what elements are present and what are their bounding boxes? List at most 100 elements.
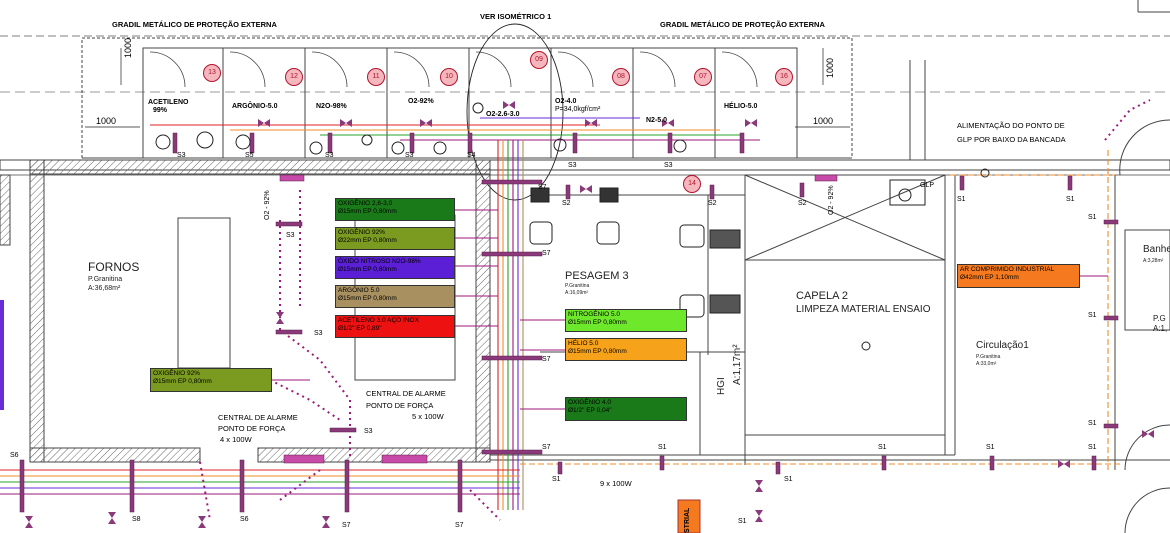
dimension-lines bbox=[85, 48, 850, 128]
alarm-right-line2: PONTO DE FORÇA bbox=[366, 401, 434, 410]
support-label-s2-c: S2 bbox=[798, 200, 807, 207]
support-label-s1-h: S1 bbox=[957, 196, 966, 203]
support-label-s2-b: S2 bbox=[708, 200, 717, 207]
lab-walls bbox=[490, 174, 1170, 465]
cylinder-bubble-12: 12 bbox=[285, 68, 303, 86]
support-label-s7-d: S7 bbox=[542, 444, 551, 451]
cylinder-bubble-08: 08 bbox=[612, 68, 630, 86]
glp-note-line1: ALIMENTAÇÃO DO PONTO DE bbox=[957, 121, 1065, 130]
dim-left: 1000 bbox=[96, 116, 117, 126]
support-label-s6-b: S6 bbox=[240, 516, 249, 523]
glp-note-line2: GLP POR BAIXO DA BANCADA bbox=[957, 135, 1066, 144]
pipe-runs bbox=[0, 99, 1151, 521]
alarm-left-line3: 4 x 100W bbox=[220, 435, 252, 444]
grid-label-left: GRADIL METÁLICO DE PROTEÇÃO EXTERNA bbox=[112, 20, 277, 29]
bottom-orange-box bbox=[677, 499, 701, 533]
gas-tag-oxigenio-92-b: OXIGÊNIO 92%Ø15mm EP 0,80mm bbox=[150, 368, 272, 392]
support-label-s1-g: S1 bbox=[1088, 444, 1097, 451]
support-label-s3-f: S3 bbox=[286, 232, 295, 239]
support-label-s1-i: S1 bbox=[1066, 196, 1075, 203]
alarm-right-line3: 5 x 100W bbox=[412, 412, 444, 421]
support-label-s1-f: S1 bbox=[986, 444, 995, 451]
alarm-right-line1: CENTRAL DE ALARME bbox=[366, 389, 446, 398]
furnace-block bbox=[177, 217, 231, 369]
cylinder-label-13: ACETILENO bbox=[148, 99, 189, 106]
room-hgi: HGI bbox=[716, 377, 727, 395]
support-label-s7-e: S7 bbox=[342, 522, 351, 529]
dim-right-vertical: 1000 bbox=[825, 57, 835, 78]
support-label-s5: S5 bbox=[245, 152, 254, 159]
support-label-s8: S8 bbox=[132, 516, 141, 523]
support-label-s3-e: S3 bbox=[664, 162, 673, 169]
support-label-s6-a: S6 bbox=[10, 452, 19, 459]
o2-note-a: O2 - 92% bbox=[264, 190, 271, 220]
support-label-s3-h: S3 bbox=[364, 428, 373, 435]
cylinder-bubble-11: 11 bbox=[367, 68, 385, 86]
support-label-s7-b: S7 bbox=[542, 250, 551, 257]
support-label-s2-a: S2 bbox=[562, 200, 571, 207]
room-right-floor: P.G bbox=[1153, 314, 1166, 323]
support-label-s3-d: S3 bbox=[568, 162, 577, 169]
support-label-s4: S4 bbox=[467, 152, 476, 159]
cylinder-bubble-14: 14 bbox=[683, 175, 701, 193]
room-circulacao: Circulação1 bbox=[976, 340, 1029, 351]
dim-right: 1000 bbox=[813, 116, 834, 126]
cylinder-label-10: O2-92% bbox=[408, 98, 434, 105]
gas-cylinders bbox=[155, 102, 990, 351]
support-label-s1-c: S1 bbox=[784, 476, 793, 483]
room-banho: Banhe bbox=[1143, 244, 1170, 255]
room-capela: CAPELA 2 bbox=[796, 290, 848, 302]
cylinder-bubble-10: 10 bbox=[440, 68, 458, 86]
cylinder-label-07: N2-5.0 bbox=[646, 117, 668, 124]
room-right-area: A:1, bbox=[1153, 324, 1168, 333]
chairs bbox=[529, 221, 741, 318]
cylinder-label-08: O2-4.0 bbox=[555, 98, 577, 105]
gas-tag-oxigenio-92: OXIGÊNIO 92%Ø22mm EP 0,80mm bbox=[335, 227, 455, 250]
room-fornos-floor: P.Granitina bbox=[88, 276, 123, 283]
valves bbox=[25, 101, 1154, 528]
room-fornos-area: A:36,68m² bbox=[88, 285, 121, 292]
cylinder-label-11: N2O-98% bbox=[316, 103, 347, 110]
room-capela-sub: LIMPEZA MATERIAL ENSAIO bbox=[796, 304, 931, 315]
room-banho-area: A:3,28m² bbox=[1143, 258, 1164, 264]
dim-left-vertical: 1000 bbox=[123, 37, 133, 58]
cylinder-bubble-07: 07 bbox=[694, 68, 712, 86]
cylinder-bubble-13: 13 bbox=[203, 64, 221, 82]
grid-label-right: GRADIL METÁLICO DE PROTEÇÃO EXTERNA bbox=[660, 20, 825, 29]
room-circulacao-area: A:33,0m² bbox=[976, 361, 997, 367]
bottom-orange-label: STRIAL bbox=[684, 507, 691, 533]
door-swings bbox=[149, 51, 758, 88]
cylinder-sub-13: 99% bbox=[153, 107, 168, 114]
support-label-s1-l: S1 bbox=[1088, 420, 1097, 427]
support-label-s1-a: S1 bbox=[552, 476, 561, 483]
o2-note-b: O2 - 92% bbox=[828, 185, 835, 215]
support-label-s1-j: S1 bbox=[1088, 214, 1097, 221]
room-hgi-area: A:1,17m² bbox=[732, 344, 743, 385]
fornos-walls bbox=[29, 159, 491, 463]
room-pesagem-floor: P.Granitina bbox=[565, 283, 590, 289]
alarm-left-line1: CENTRAL DE ALARME bbox=[218, 413, 298, 422]
glp-bench bbox=[889, 179, 926, 206]
cylinder-bubble-09: 09 bbox=[530, 51, 548, 69]
alarm-left-line2: PONTO DE FORÇA bbox=[218, 424, 286, 433]
room-circulacao-floor: P.Granitina bbox=[976, 354, 1001, 360]
isometric-callout bbox=[466, 23, 564, 201]
room-pesagem: PESAGEM 3 bbox=[565, 270, 629, 282]
room-pesagem-area: A:16,09m² bbox=[565, 290, 589, 296]
support-label-s1-k: S1 bbox=[1088, 312, 1097, 319]
cylinder-label-16: HÉLIO-5.0 bbox=[724, 103, 758, 110]
corridor-wall bbox=[0, 159, 1170, 171]
support-label-s3: S3 bbox=[177, 152, 186, 159]
cylinder-label-12: ARGÔNIO-5.0 bbox=[232, 103, 278, 110]
isometric-label: VER ISOMÉTRICO 1 bbox=[480, 12, 552, 21]
equipment bbox=[530, 187, 619, 203]
cylinder-sub-08: P=34,0kgf/cm² bbox=[555, 106, 601, 113]
support-label-s7-a: S7 bbox=[538, 184, 547, 191]
room-fornos: FORNOS bbox=[88, 260, 140, 274]
